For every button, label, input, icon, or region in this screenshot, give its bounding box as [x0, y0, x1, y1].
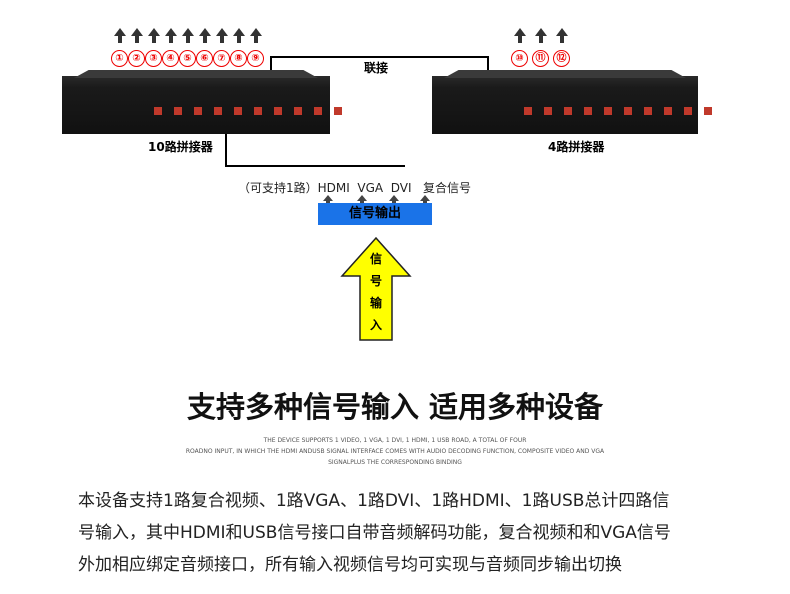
link-line: [487, 56, 489, 70]
link-label: 联接: [364, 61, 389, 75]
panel-button: [274, 107, 282, 115]
output-number: ⑫: [553, 50, 570, 67]
panel-button: [604, 107, 612, 115]
signal-input-char: 输: [369, 296, 382, 310]
panel-button: [704, 107, 712, 115]
output-arrow-icon: [535, 28, 547, 43]
output-number: ⑤: [179, 50, 196, 67]
panel-button: [194, 107, 202, 115]
panel-button: [154, 107, 162, 115]
output-number: ⑩: [511, 50, 528, 67]
link-line: [270, 56, 488, 58]
output-arrow-icon: [216, 28, 228, 43]
panel-button: [524, 107, 532, 115]
output-arrow-icon: [131, 28, 143, 43]
panel-button: [684, 107, 692, 115]
panel-button: [254, 107, 262, 115]
arrow-icon: [389, 195, 399, 205]
output-arrow-icon: [165, 28, 177, 43]
output-number: ⑥: [196, 50, 213, 67]
panel-button: [214, 107, 222, 115]
arrow-icon: [323, 195, 333, 205]
output-line: [225, 165, 405, 167]
output-arrow-icon: [514, 28, 526, 43]
signal-input-char: 号: [369, 274, 382, 288]
panel-button: [334, 107, 342, 115]
signal-input-arrow-icon: [340, 236, 412, 341]
panel-button: [314, 107, 322, 115]
panel-button: [234, 107, 242, 115]
description-line: 号输入，其中HDMI和USB信号接口自带音频解码功能，复合视频和和VGA信号: [78, 523, 671, 543]
output-number: ⑪: [532, 50, 549, 67]
description-line: 本设备支持1路复合视频、1路VGA、1路DVI、1路HDMI、1路USB总计四路…: [78, 491, 670, 511]
description-line: 外加相应绑定音频接口，所有输入视频信号均可实现与音频同步输出切换: [78, 555, 622, 575]
link-line: [270, 56, 272, 70]
panel-button: [294, 107, 302, 115]
output-number: ⑧: [230, 50, 247, 67]
output-number: ⑨: [247, 50, 264, 67]
output-number: ①: [111, 50, 128, 67]
panel-button: [664, 107, 672, 115]
english-line: THE DEVICE SUPPORTS 1 VIDEO, 1 VGA, 1 DV…: [263, 437, 527, 444]
output-number: ②: [128, 50, 145, 67]
panel-button: [564, 107, 572, 115]
output-number: ③: [145, 50, 162, 67]
signal-input-char: 信: [369, 252, 382, 266]
signal-input-char: 入: [369, 318, 382, 332]
panel-button: [544, 107, 552, 115]
arrow-icon: [357, 195, 367, 205]
splitter-10: [62, 70, 342, 134]
output-arrow-icon: [233, 28, 245, 43]
panel-button: [644, 107, 652, 115]
output-arrow-icon: [250, 28, 262, 43]
signal-output-bar: 信号输出: [318, 203, 432, 225]
output-arrow-icon: [182, 28, 194, 43]
output-arrow-icon: [148, 28, 160, 43]
panel-button: [584, 107, 592, 115]
output-arrow-icon: [114, 28, 126, 43]
output-arrow-icon: [199, 28, 211, 43]
output-arrow-icon: [556, 28, 568, 43]
arrow-icon: [420, 195, 430, 205]
device-right-label: 4路拼接器: [548, 140, 605, 154]
english-line: ROADNO INPUT, IN WHICH THE HDMI ANDUSB S…: [185, 448, 605, 455]
panel-button: [174, 107, 182, 115]
output-number: ④: [162, 50, 179, 67]
output-line: [225, 134, 227, 166]
input-types: （可支持1路）HDMI VGA DVI 复合信号: [238, 181, 471, 195]
headline: 支持多种信号输入 适用多种设备: [186, 390, 604, 424]
panel-button: [624, 107, 632, 115]
english-line: SIGNALPLUS THE CORRESPONDING BINDING: [328, 459, 462, 466]
splitter-4: [432, 70, 712, 134]
device-left-label: 10路拼接器: [148, 140, 213, 154]
output-number: ⑦: [213, 50, 230, 67]
